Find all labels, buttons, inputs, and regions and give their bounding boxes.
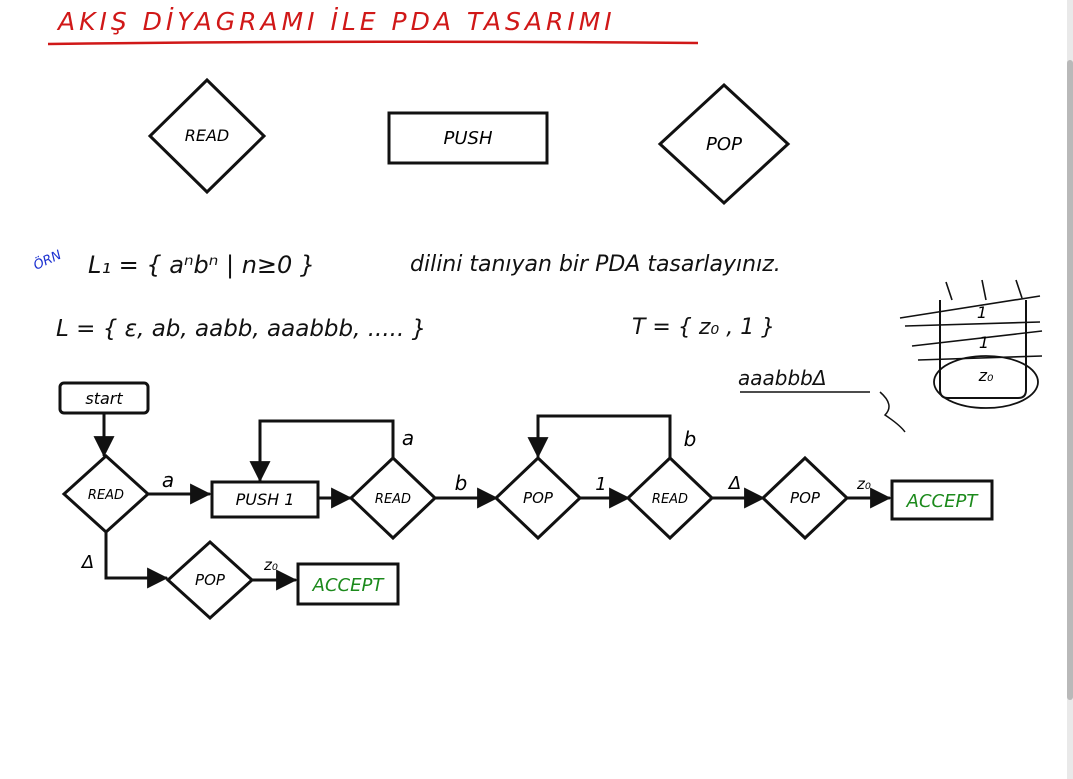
pop-node-3-label: POP bbox=[195, 571, 226, 589]
pop-node-1 bbox=[493, 455, 583, 541]
stack-sketch: 1 1 z₀ bbox=[899, 279, 1043, 409]
start-label: start bbox=[85, 389, 123, 408]
edge-b-2: b bbox=[684, 427, 697, 451]
language-definition: L₁ = { aⁿbⁿ | n≥0 } bbox=[88, 251, 315, 279]
edge-delta-2: Δ bbox=[80, 552, 94, 573]
problem-instruction: dilini tanıyan bir PDA tasarlayınız. bbox=[410, 252, 781, 277]
page-title: AKIŞ DİYAGRAMI İLE PDA TASARIMI bbox=[56, 7, 616, 36]
edge-delta-1: Δ bbox=[727, 473, 741, 494]
legend-read-label: READ bbox=[185, 126, 230, 145]
stack-cell-top: 1 bbox=[977, 303, 987, 322]
edge-z0-2: z₀ bbox=[263, 556, 278, 574]
read-node-2-label: READ bbox=[375, 492, 411, 507]
pop-node-3 bbox=[165, 539, 255, 621]
accept-node-2 bbox=[296, 562, 400, 606]
pop-node-1-label: POP bbox=[523, 489, 554, 507]
read-node-3 bbox=[625, 455, 715, 541]
read-node-2 bbox=[348, 455, 438, 541]
scratch-input: aaabbbΔ bbox=[738, 366, 827, 390]
accept-node-1-label: ACCEPT bbox=[906, 491, 980, 512]
edge-a-1: a bbox=[162, 468, 174, 492]
language-strings: L = { ε, ab, aabb, aaabbb, ..... } bbox=[56, 316, 426, 342]
legend-pop: POP bbox=[657, 82, 791, 206]
edge-a-2: a bbox=[402, 426, 414, 450]
legend-pop-label: POP bbox=[706, 134, 742, 155]
read-node-3-label: READ bbox=[652, 492, 688, 507]
edge-z0-1: z₀ bbox=[856, 475, 871, 493]
scratch-squiggle bbox=[740, 391, 906, 433]
accept-node-1 bbox=[890, 479, 994, 521]
stack-cell-mid: 1 bbox=[979, 333, 989, 352]
push-node-label: PUSH 1 bbox=[236, 490, 295, 509]
edge-b-1: b bbox=[455, 471, 468, 495]
stack-cell-bottom: z₀ bbox=[978, 366, 994, 385]
scrollbar-thumb[interactable] bbox=[1067, 60, 1073, 700]
edge-1: 1 bbox=[595, 474, 606, 495]
read-node-1-label: READ bbox=[88, 488, 124, 503]
scrollbar-track[interactable] bbox=[1067, 0, 1073, 779]
legend-push: PUSH bbox=[387, 111, 549, 165]
example-tag: ÖRN bbox=[31, 246, 65, 274]
flowchart: start READ a PUSH 1 READ a b POP 1 READ bbox=[58, 381, 994, 621]
accept-node-2-label: ACCEPT bbox=[312, 575, 386, 596]
legend-push-label: PUSH bbox=[444, 128, 493, 149]
title-underline bbox=[47, 40, 699, 46]
stack-alphabet: T = { z₀ , 1 } bbox=[632, 315, 775, 340]
legend-read: READ bbox=[147, 77, 267, 195]
pop-node-2 bbox=[760, 455, 850, 541]
pop-node-2-label: POP bbox=[790, 489, 821, 507]
